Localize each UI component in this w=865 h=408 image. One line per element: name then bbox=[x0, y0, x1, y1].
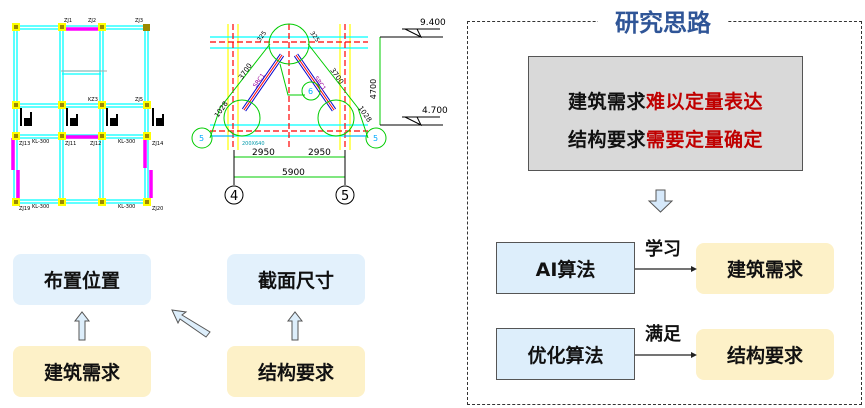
optimization-algorithm-box: 优化算法 bbox=[496, 328, 635, 380]
svg-text:4.700: 4.700 bbox=[422, 106, 448, 116]
arrow-head-icon bbox=[691, 352, 697, 358]
svg-text:KZ3: KZ3 bbox=[88, 97, 98, 103]
up-arrow-icon bbox=[286, 311, 304, 341]
elevation-markers bbox=[224, 28, 443, 205]
svg-text:2950: 2950 bbox=[308, 148, 331, 158]
problem-line-1-subject: 建筑需求 bbox=[567, 91, 646, 113]
svg-text:ZJ2: ZJ2 bbox=[88, 18, 96, 24]
left-flow-arrows bbox=[73, 309, 304, 341]
svg-text:5900: 5900 bbox=[282, 168, 305, 178]
axis-center-lines bbox=[210, 24, 368, 150]
svg-text:6: 6 bbox=[308, 87, 313, 96]
svg-text:2950: 2950 bbox=[252, 148, 275, 158]
up-arrow-icon bbox=[73, 311, 91, 341]
problem-line-1-emphasis: 难以定量表达 bbox=[646, 91, 764, 113]
svg-text:KL-300: KL-300 bbox=[32, 204, 49, 210]
svg-text:4: 4 bbox=[230, 189, 238, 204]
svg-text:5: 5 bbox=[341, 189, 349, 204]
learn-label: 学习 bbox=[645, 239, 681, 260]
arrow-head-icon bbox=[691, 266, 697, 272]
svg-text:325: 325 bbox=[256, 30, 268, 44]
svg-text:ZJ14: ZJ14 bbox=[152, 141, 163, 147]
svg-text:ZJ5: ZJ5 bbox=[135, 97, 143, 103]
structural-requirement-target-box: 结构要求 bbox=[696, 329, 834, 380]
ai-algorithm-label: AI算法 bbox=[535, 258, 596, 281]
svg-text:1028: 1028 bbox=[213, 100, 230, 119]
svg-text:ZJ11: ZJ11 bbox=[65, 141, 76, 147]
architecture-demand-target-box: 建筑需求 bbox=[696, 243, 834, 294]
research-arrows bbox=[635, 266, 697, 358]
plan-grid-beams bbox=[13, 25, 149, 204]
architecture-demand-label: 建筑需求 bbox=[43, 362, 120, 384]
problem-statement-box: 建筑需求难以定量表达 结构要求需要定量确定 bbox=[528, 56, 803, 171]
down-arrow-icon bbox=[647, 189, 674, 213]
layout-position-label: 布置位置 bbox=[43, 270, 120, 292]
svg-text:1028: 1028 bbox=[356, 105, 373, 124]
svg-text:ZJ20: ZJ20 bbox=[152, 206, 163, 212]
problem-line-2-subject: 结构要求 bbox=[567, 129, 646, 151]
ai-algorithm-box: AI算法 bbox=[496, 242, 635, 294]
section-size-label: 截面尺寸 bbox=[257, 270, 334, 292]
plan-rebar-notes bbox=[20, 108, 164, 126]
braces bbox=[241, 53, 337, 112]
architecture-demand-box: 建筑需求 bbox=[13, 346, 151, 397]
problem-line-2-emphasis: 需要定量确定 bbox=[646, 129, 764, 151]
brace-elevation-drawing: 9.400 4.700 4700 2950 2950 5900 4 5 3700… bbox=[191, 18, 448, 205]
svg-text:ZJ1: ZJ1 bbox=[64, 18, 72, 24]
svg-text:ZJ19: ZJ19 bbox=[19, 206, 30, 212]
problem-line-1: 建筑需求难以定量表达 bbox=[529, 87, 802, 114]
structural-requirement-label: 结构要求 bbox=[257, 362, 334, 384]
svg-text:3700: 3700 bbox=[328, 67, 345, 86]
floor-plan-drawing: ZJ1 ZJ2 ZJ3 KZ3 ZJ5 ZJ13 KL-300 ZJ11 ZJ1… bbox=[11, 18, 164, 212]
optimization-algorithm-label: 优化算法 bbox=[527, 344, 604, 367]
svg-text:KL-300: KL-300 bbox=[32, 139, 49, 145]
svg-text:4700: 4700 bbox=[369, 79, 378, 99]
svg-text:KL-300: KL-300 bbox=[118, 139, 135, 145]
svg-text:5: 5 bbox=[373, 134, 378, 143]
plan-columns bbox=[12, 23, 151, 206]
layout-position-box: 布置位置 bbox=[13, 254, 151, 305]
svg-text:3700: 3700 bbox=[237, 62, 254, 81]
svg-text:9.400: 9.400 bbox=[420, 18, 446, 28]
svg-text:ZJ3: ZJ3 bbox=[135, 18, 143, 24]
plan-labels: ZJ1 ZJ2 ZJ3 KZ3 ZJ5 ZJ13 KL-300 ZJ11 ZJ1… bbox=[19, 18, 163, 212]
problem-line-2: 结构要求需要定量确定 bbox=[529, 125, 802, 152]
research-title: 研究思路 bbox=[598, 6, 728, 40]
satisfy-label: 满足 bbox=[645, 324, 681, 345]
svg-text:ZJ12: ZJ12 bbox=[90, 141, 101, 147]
structural-requirement-target-label: 结构要求 bbox=[726, 345, 803, 367]
svg-text:KL-300: KL-300 bbox=[118, 204, 135, 210]
svg-text:200X640: 200X640 bbox=[242, 141, 265, 147]
plan-shear-walls bbox=[11, 27, 153, 200]
architecture-demand-target-label: 建筑需求 bbox=[726, 259, 803, 281]
dimension-lines bbox=[191, 23, 387, 178]
diagonal-arrow-icon bbox=[171, 309, 211, 338]
svg-text:5: 5 bbox=[199, 134, 204, 143]
structural-requirement-box: 结构要求 bbox=[227, 346, 365, 397]
svg-text:ZJ13: ZJ13 bbox=[19, 141, 30, 147]
section-size-box: 截面尺寸 bbox=[227, 254, 365, 305]
elevation-texts: 9.400 4.700 4700 2950 2950 5900 4 5 3700… bbox=[199, 18, 448, 204]
